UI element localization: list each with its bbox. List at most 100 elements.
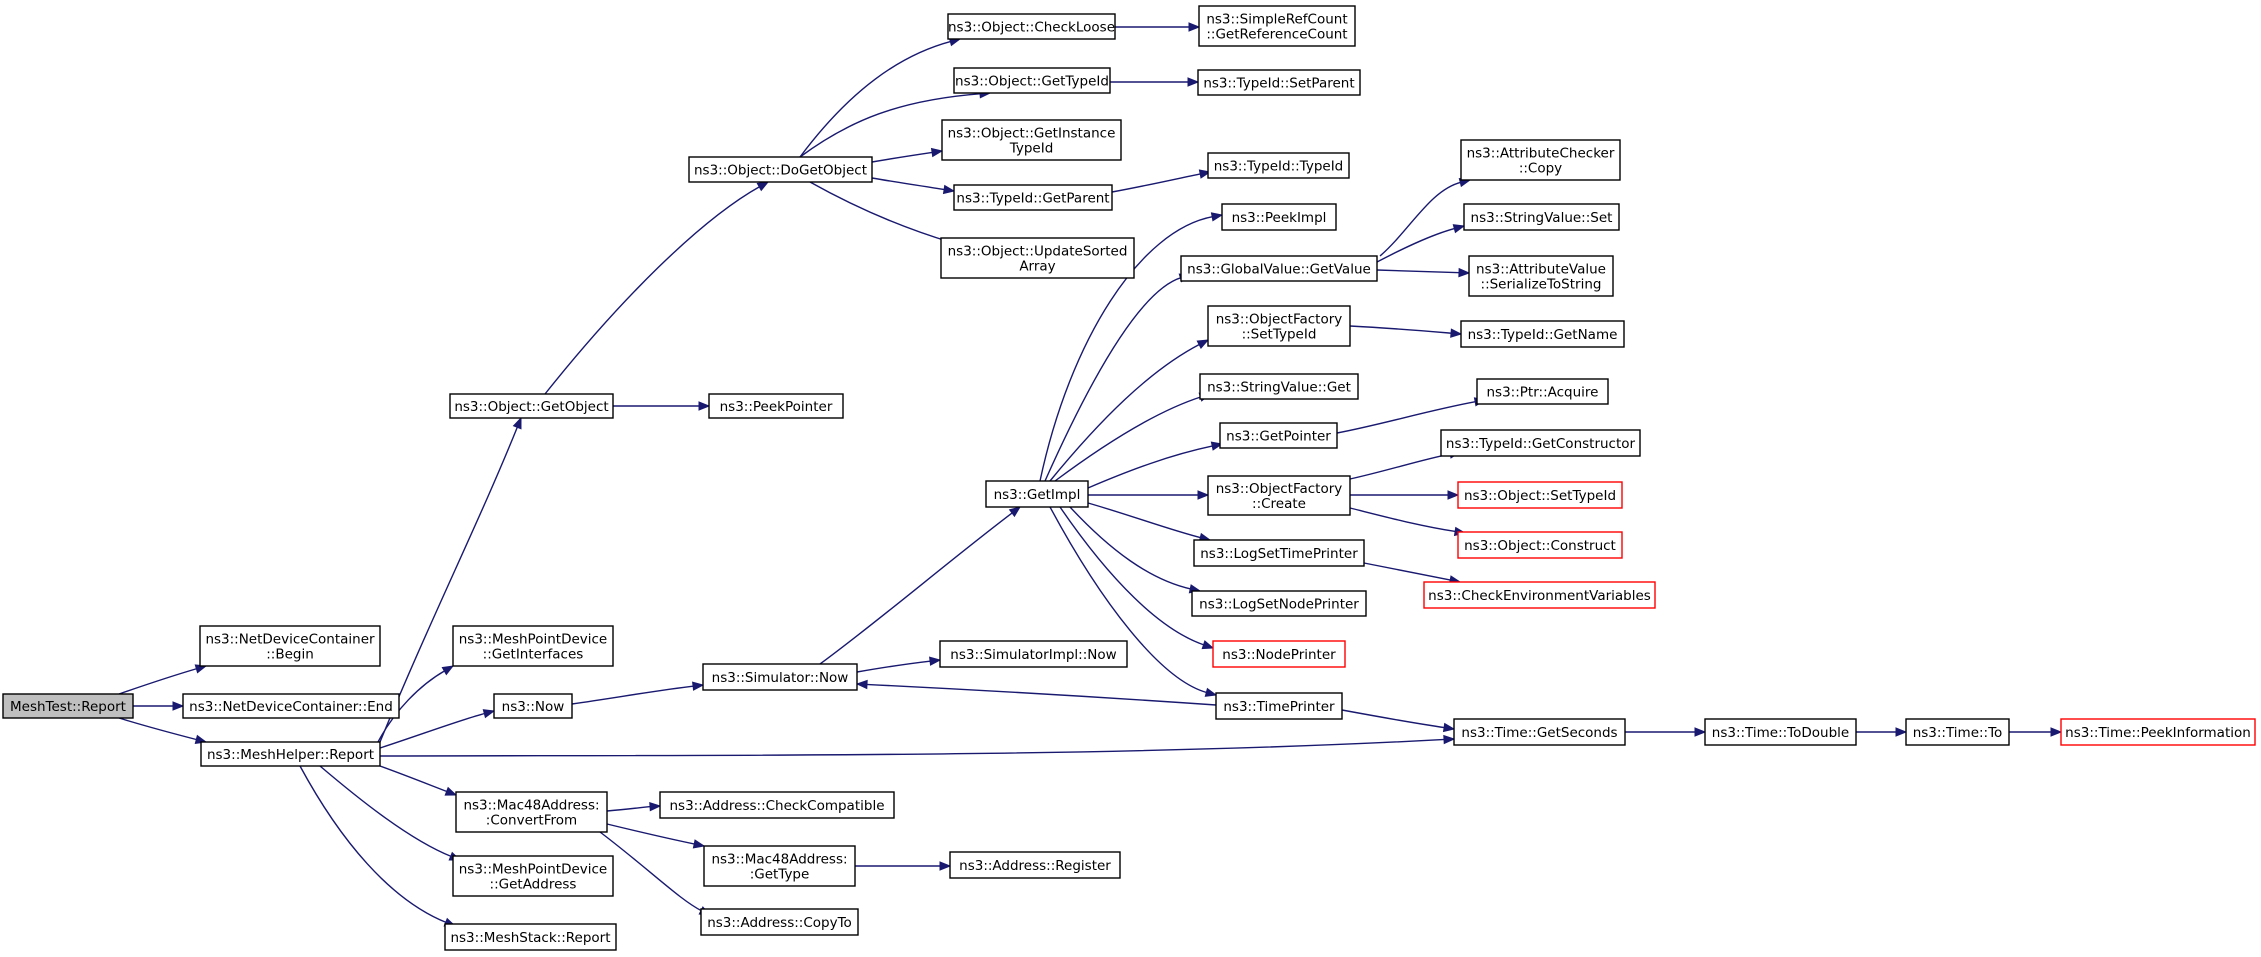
node-objectfactory-settypeid[interactable]: ns3::ObjectFactory::SetTypeId [1207,305,1351,347]
node-typeid-typeid[interactable]: ns3::TypeId::TypeId [1207,152,1350,179]
node-object-checkloose[interactable]: ns3::Object::CheckLoose [947,13,1116,40]
node-box [688,156,873,183]
node-box [444,923,617,951]
node-mac48address-convertfrom[interactable]: ns3::Mac48Address::ConvertFrom [455,791,608,833]
edge-line [606,823,696,845]
node-address-register[interactable]: ns3::Address::Register [949,851,1121,879]
edge-object-dogetobject-to-object-getinstancetypeid [871,147,944,163]
node-object-gettypeid[interactable]: ns3::Object::GetTypeId [953,67,1111,94]
edge-line [1049,506,1208,694]
node-label: ns3::SimulatorImpl::Now [950,647,1116,663]
edge-line [1044,276,1182,482]
node-label: ns3::TypeId::GetParent [956,191,1109,207]
node-stringvalue-set[interactable]: ns3::StringValue::Set [1463,203,1620,231]
edge-line [1087,502,1202,539]
node-nodeprinter[interactable]: ns3::NodePrinter [1212,640,1346,668]
node-object-getobject[interactable]: ns3::Object::GetObject [449,393,614,419]
node-simplerefcount-getreferencecount[interactable]: ns3::SimpleRefCount::GetReferenceCount [1198,5,1356,47]
node-box [659,791,895,819]
node-box [700,908,859,936]
node-label: ns3::Address::CheckCompatible [669,798,884,814]
arrowhead [482,709,496,719]
node-time-todouble[interactable]: ns3::Time::ToDouble [1704,718,1857,746]
arrowhead [939,861,952,871]
edge-line [1341,709,1446,729]
node-label: MeshTest::Report [10,699,126,715]
node-globalvalue-getvalue[interactable]: ns3::GlobalValue::GetValue [1180,255,1378,282]
node-typeid-getconstructor[interactable]: ns3::TypeId::GetConstructor [1440,429,1641,457]
arrowhead [692,839,706,849]
node-getimpl[interactable]: ns3::GetImpl [985,480,1089,508]
edge-line [1069,506,1192,590]
node-objectfactory-create[interactable]: ns3::ObjectFactory::Create [1207,475,1351,516]
node-typeid-setparent[interactable]: ns3::TypeId::SetParent [1197,69,1361,96]
node-netdevicecontainer-end[interactable]: ns3::NetDeviceContainer::End [182,693,400,719]
node-meshpointdevice-getaddress[interactable]: ns3::MeshPointDevice::GetAddress [452,855,614,897]
node-label: ::GetReferenceCount [1206,27,1347,43]
node-label: ::GetAddress [490,877,577,893]
node-meshhelper-report[interactable]: ns3::MeshHelper::Report [200,741,381,767]
node-attributevalue-serializetostring[interactable]: ns3::AttributeValue::SerializeToString [1468,255,1614,297]
node-timeprinter[interactable]: ns3::TimePrinter [1215,692,1343,720]
edge-logsettimeprinter-to-checkenvironmentvariables [1363,562,1462,585]
node-typeid-getparent[interactable]: ns3::TypeId::GetParent [953,184,1113,211]
edge-getimpl-to-logsetnodeprinter [1069,506,1202,594]
node-object-settypeid[interactable]: ns3::Object::SetTypeId [1457,481,1623,509]
node-box [939,640,1128,668]
node-label: ns3::StringValue::Get [1207,380,1351,396]
edge-line [1049,343,1201,482]
edge-object-dogetobject-to-object-checkloose [799,37,962,158]
edge-getpointer-to-ptr-acquire [1336,397,1487,434]
node-address-checkcompatible[interactable]: ns3::Address::CheckCompatible [659,791,895,819]
node-label: ns3::NetDeviceContainer [205,632,375,648]
arrowhead [756,181,770,192]
node-time-peekinformation[interactable]: ns3::Time::PeekInformation [2060,718,2256,746]
edge-line [379,426,519,743]
node-logsetnodeprinter[interactable]: ns3::LogSetNodePrinter [1191,590,1367,617]
node-box [1212,640,1346,668]
edge-object-getobject-to-peekpointer [613,401,711,411]
arrowhead [1187,77,1200,87]
node-simulatorimpl-now[interactable]: ns3::SimulatorImpl::Now [939,640,1128,668]
node-meshtest-report[interactable]: MeshTest::Report [2,693,134,719]
node-stringvalue-get[interactable]: ns3::StringValue::Get [1199,373,1359,400]
arrowhead [855,679,868,690]
node-label: :GetType [750,867,810,883]
node-attributechecker-copy[interactable]: ns3::AttributeChecker::Copy [1460,139,1621,181]
node-simulator-now[interactable]: ns3::Simulator::Now [702,663,858,691]
node-time-getseconds[interactable]: ns3::Time::GetSeconds [1453,718,1626,746]
edge-object-checkloose-to-simplerefcount-getreferencecount [1115,22,1201,32]
edge-object-dogetobject-to-typeid-getparent [871,177,956,195]
node-label: ns3::Mac48Address: [463,798,599,814]
edge-getimpl-to-stringvalue-get [1054,392,1212,482]
node-logsettimeprinter[interactable]: ns3::LogSetTimePrinter [1193,539,1365,567]
node-box [708,393,844,419]
node-checkenvironmentvariables[interactable]: ns3::CheckEnvironmentVariables [1423,581,1656,609]
node-getpointer[interactable]: ns3::GetPointer [1219,422,1338,449]
node-ptr-acquire[interactable]: ns3::Ptr::Acquire [1476,378,1609,405]
node-peekimpl[interactable]: ns3::PeekImpl [1221,203,1337,231]
node-box [1463,203,1620,231]
node-netdevicecontainer-begin[interactable]: ns3::NetDeviceContainer::Begin [199,625,381,667]
node-address-copyto[interactable]: ns3::Address::CopyTo [700,908,859,936]
node-object-construct[interactable]: ns3::Object::Construct [1457,531,1623,559]
node-label: ::GetInterfaces [483,647,584,663]
node-time-to[interactable]: ns3::Time::To [1905,718,2010,746]
node-label: ns3::AttributeChecker [1467,146,1615,162]
edge-objectfactory-create-to-object-settypeid [1350,490,1460,500]
node-mac48address-gettype[interactable]: ns3::Mac48Address::GetType [703,845,856,887]
arrowhead [2050,727,2063,737]
edge-getimpl-to-objectfactory-create [1088,490,1210,500]
node-label: ns3::Time::GetSeconds [1461,725,1617,741]
node-typeid-getname[interactable]: ns3::TypeId::GetName [1460,320,1625,348]
node-meshpointdevice-getinterfaces[interactable]: ns3::MeshPointDevice::GetInterfaces [452,625,614,667]
edge-line [319,765,452,858]
node-peekpointer[interactable]: ns3::PeekPointer [708,393,844,419]
node-ns3-now[interactable]: ns3::Now [493,693,573,719]
node-object-dogetobject[interactable]: ns3::Object::DoGetObject [688,156,873,183]
node-meshstack-report[interactable]: ns3::MeshStack::Report [444,923,617,951]
node-label: ns3::Object::CheckLoose [948,20,1115,36]
